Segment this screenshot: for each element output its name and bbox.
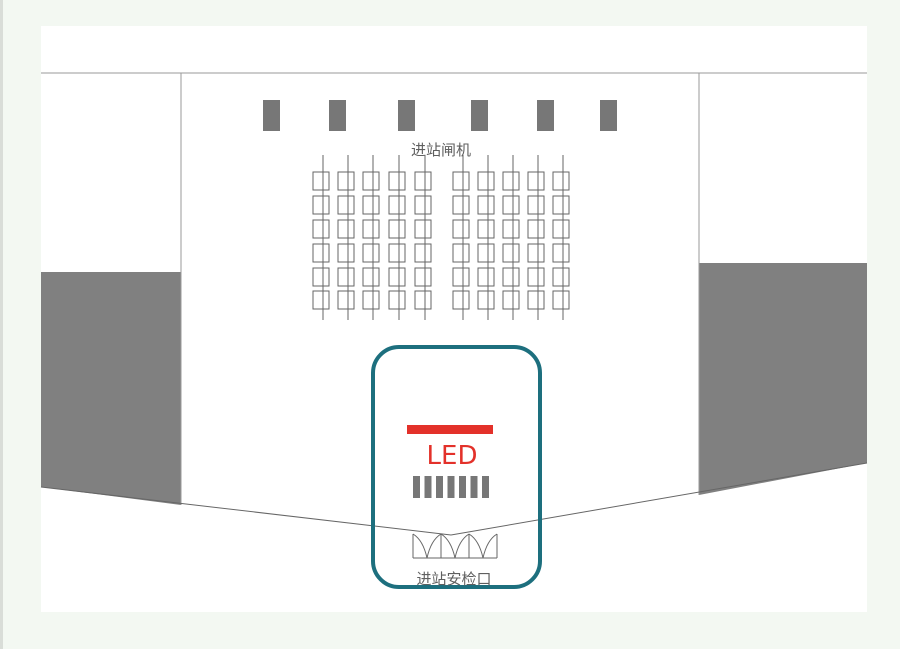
turnstile-cell-icon [552,267,570,287]
turnstile-cell-icon [452,219,470,239]
turnstile-cell-icon [527,219,545,239]
led-screen-bar [407,425,493,434]
turnstile-cell-icon [388,171,406,191]
security-bar [413,476,420,498]
top-block [263,100,280,131]
funnel-line-left [40,486,452,536]
turnstile-cell-icon [527,171,545,191]
turnstile-cell-icon [477,290,495,310]
turnstile-cell-icon [477,171,495,191]
led-label: LED [427,441,478,471]
turnstile-cell-icon [452,171,470,191]
top-block [471,100,488,131]
turnstile-cell-icon [312,171,330,191]
turnstile-cell-icon [502,171,520,191]
swing-door-icon [412,533,442,559]
security-highlight-box [371,345,542,589]
security-bar [459,476,466,498]
turnstile-cell-icon [337,195,355,215]
turnstile-cell-icon [388,219,406,239]
turnstile-cell-icon [477,219,495,239]
swing-door-icon [440,533,470,559]
top-block [537,100,554,131]
turnstile-cell-icon [414,219,432,239]
turnstile-cell-icon [527,243,545,263]
turnstile-cell-icon [337,171,355,191]
turnstile-cell-icon [502,290,520,310]
turnstile-cell-icon [362,290,380,310]
turnstile-cell-icon [527,195,545,215]
security-label: 进站安检口 [416,570,491,588]
turnstile-cell-icon [414,195,432,215]
security-bar [482,476,489,498]
turnstile-cell-icon [502,195,520,215]
swing-door-icon [468,533,498,559]
turnstile-cell-icon [312,219,330,239]
gate-label: 进站闸机 [411,141,471,159]
turnstile-cell-icon [362,243,380,263]
turnstile-cell-icon [414,171,432,191]
turnstile-cell-icon [552,219,570,239]
turnstile-cell-icon [337,219,355,239]
turnstile-cell-icon [362,195,380,215]
security-bar [447,476,455,498]
turnstile-cell-icon [312,195,330,215]
funnel-line-right [450,462,868,536]
turnstile-cell-icon [362,267,380,287]
turnstile-cell-icon [452,267,470,287]
turnstile-cell-icon [414,243,432,263]
turnstile-cell-icon [502,267,520,287]
top-block-row [263,100,617,131]
turnstile-cell-icon [414,290,432,310]
turnstile-cell-icon [452,290,470,310]
turnstile-cell-icon [452,195,470,215]
station-floor-plan: 进站闸机 LED 进站安检口 [40,26,868,612]
turnstile-grid [312,155,570,320]
turnstile-cell-icon [552,290,570,310]
security-door-row [412,533,498,559]
turnstile-cell-icon [312,267,330,287]
security-bar [424,476,432,498]
security-bar [470,476,478,498]
turnstile-cell-icon [477,195,495,215]
turnstile-cell-icon [552,171,570,191]
turnstile-cell-icon [502,243,520,263]
turnstile-cell-icon [362,219,380,239]
turnstile-cell-icon [477,267,495,287]
top-block [398,100,415,131]
right-wall-block [699,263,867,495]
turnstile-cell-icon [452,243,470,263]
turnstile-cell-icon [337,243,355,263]
turnstile-cell-icon [388,195,406,215]
turnstile-cell-icon [477,243,495,263]
security-bar-row [413,476,489,498]
turnstile-cell-icon [502,219,520,239]
turnstile-cell-icon [388,243,406,263]
turnstile-cell-icon [337,290,355,310]
turnstile-cell-icon [388,290,406,310]
turnstile-cell-icon [362,171,380,191]
turnstile-cell-icon [388,267,406,287]
turnstile-cell-icon [337,267,355,287]
turnstile-cell-icon [552,243,570,263]
turnstile-cell-icon [552,195,570,215]
security-bar [436,476,443,498]
top-block [600,100,617,131]
top-block [329,100,346,131]
turnstile-cell-icon [312,290,330,310]
turnstile-cell-icon [527,290,545,310]
turnstile-cell-icon [527,267,545,287]
turnstile-cell-icon [414,267,432,287]
turnstile-cell-icon [312,243,330,263]
left-wall-block [41,272,181,505]
